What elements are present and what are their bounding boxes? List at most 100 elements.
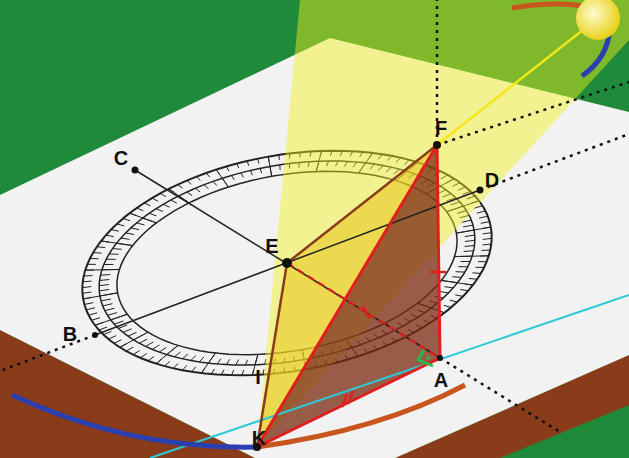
dial-tick: [85, 269, 119, 271]
dial-tick: [174, 352, 180, 357]
dial-tick: [217, 359, 221, 364]
dial-tick: [475, 267, 484, 268]
dial-tick: [247, 161, 249, 166]
dial-tick: [211, 369, 214, 374]
dial-tick: [444, 287, 453, 288]
dial-tick: [469, 278, 477, 280]
dial-tick: [93, 252, 101, 254]
gnomon-triangle: [257, 145, 440, 447]
dial-tick: [99, 327, 107, 330]
dial-tick: [187, 192, 192, 196]
dial-tick: [139, 339, 147, 343]
dial-tick: [120, 332, 148, 347]
dotted-extension: [440, 358, 560, 432]
dial-tick: [455, 255, 489, 257]
dial-tick: [455, 295, 463, 297]
dial-tick: [156, 209, 163, 212]
dial-tick: [156, 345, 178, 363]
edge-FA: [437, 145, 440, 358]
dial-tick: [152, 345, 159, 349]
dial-tick: [146, 342, 153, 346]
dial-tick: [109, 253, 118, 254]
diameter: [135, 170, 440, 358]
dotted-extension: [0, 335, 95, 371]
point: [477, 187, 484, 194]
dial-tick: [114, 340, 122, 344]
dial-tick: [104, 264, 114, 265]
dial-tick: [114, 321, 123, 324]
dial-tick: [464, 250, 474, 252]
dial-tick: [111, 230, 119, 232]
edge-KA: [257, 358, 440, 447]
dial-tick: [137, 208, 144, 211]
dial-tick: [478, 261, 487, 262]
dial-tick: [463, 225, 473, 227]
dial-tick: [106, 235, 114, 236]
dial-tick: [182, 365, 187, 370]
dial-tick: [260, 168, 261, 173]
dial-tick: [159, 348, 166, 353]
dial-tick: [216, 170, 228, 187]
dial-tick: [241, 173, 243, 178]
dial-tick: [108, 336, 116, 339]
dial-tick: [481, 222, 490, 224]
dial-tick: [192, 367, 196, 372]
dial-tick: [242, 370, 244, 375]
point-label: B: [63, 324, 77, 344]
dial-tick: [91, 318, 99, 321]
dial-tick: [148, 356, 154, 360]
dial-tick: [131, 228, 139, 230]
dial-tick: [456, 227, 490, 233]
dial-tick: [199, 357, 204, 362]
dial-tick: [97, 246, 105, 248]
point: [92, 332, 98, 338]
dial-tick: [483, 233, 492, 234]
dial-tick: [117, 224, 124, 226]
dial-tick: [182, 354, 188, 359]
dial-tick: [245, 360, 247, 365]
sun-ray: [437, 18, 598, 145]
point-label: K: [252, 428, 266, 448]
dial-tick: [144, 203, 150, 206]
dial-tick: [123, 329, 132, 333]
dial-tick: [163, 204, 169, 207]
dial-tick: [213, 181, 217, 185]
dial-tick: [82, 292, 91, 293]
dial-tick: [171, 200, 177, 203]
dial-tick: [82, 287, 91, 288]
dial-tick: [440, 292, 448, 293]
dial-tick: [278, 155, 279, 160]
dial-tick: [465, 240, 475, 241]
dial-tick: [460, 289, 468, 290]
dial-tick: [195, 188, 200, 192]
diameter: [95, 190, 480, 335]
dial-tick: [103, 304, 113, 306]
dial-tick: [123, 219, 130, 221]
point-label: A: [434, 370, 448, 390]
dial-tick: [444, 305, 451, 307]
dial-tick: [479, 216, 488, 218]
equal-tick: [348, 391, 353, 404]
dial-tick: [268, 157, 271, 177]
dial-tick: [133, 350, 140, 354]
dial-tick: [465, 235, 475, 236]
dial-tick: [237, 164, 239, 169]
point-label: C: [114, 148, 128, 168]
edge-EA: [287, 263, 440, 358]
cyan-line: [150, 295, 629, 458]
dial-tick: [140, 354, 146, 358]
dial-tick: [441, 280, 473, 285]
dial-tick: [89, 313, 98, 315]
dial-tick: [226, 359, 229, 364]
dial-tick: [236, 360, 239, 365]
dial-tick: [86, 308, 95, 310]
dial-tick: [482, 244, 491, 246]
equal-tick: [363, 306, 369, 318]
point-label: E: [265, 236, 278, 256]
dial-tick: [187, 180, 191, 184]
dial-tick: [231, 370, 233, 375]
point-label: I: [255, 367, 261, 387]
dial-tick: [101, 241, 133, 246]
dial-tick: [191, 355, 196, 360]
